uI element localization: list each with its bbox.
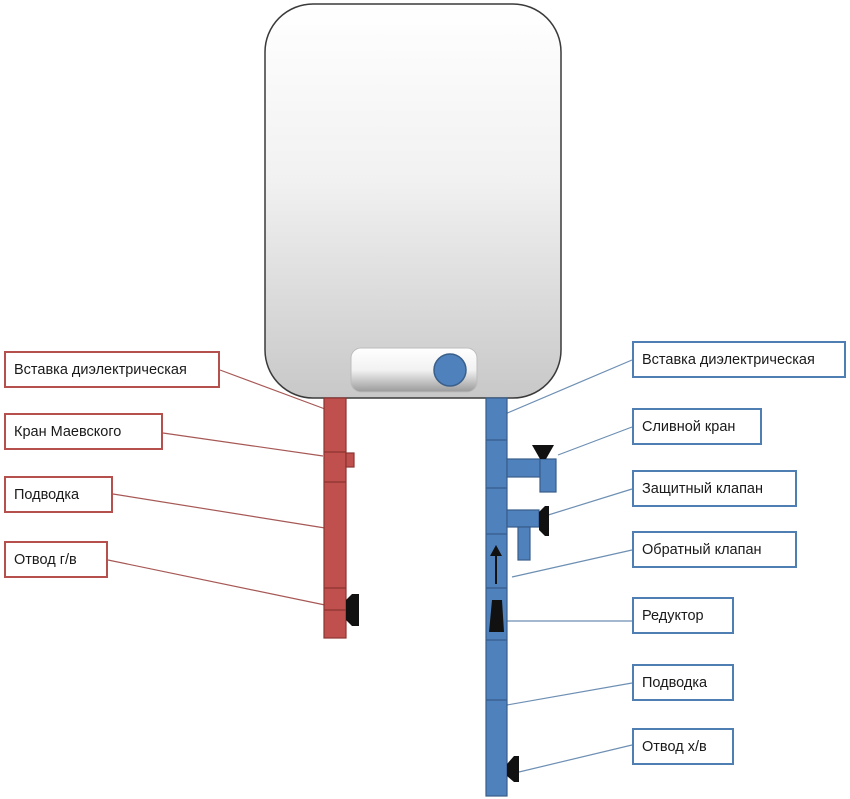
leader-line — [504, 359, 633, 415]
hot-outlet-fitting — [346, 594, 359, 626]
pressure-reducer — [489, 600, 504, 632]
cold-water-pipe — [485, 397, 557, 797]
cold-dielectric-insert-label: Вставка диэлектрическая — [632, 341, 846, 378]
label-text: Обратный клапан — [642, 541, 762, 558]
leader-line — [162, 432, 324, 457]
pressure-reducer-label: Редуктор — [632, 597, 734, 634]
label-text: Сливной кран — [642, 418, 736, 435]
cold-outlet-fitting — [507, 756, 519, 782]
leader-line — [112, 493, 326, 529]
mayevsky-valve-label: Кран Маевского — [4, 413, 163, 450]
indicator-light — [433, 353, 467, 387]
hot-supply-line-label: Подводка — [4, 476, 113, 513]
hot-water-outlet-label: Отвод г/в — [4, 541, 108, 578]
drain-valve-label: Сливной кран — [632, 408, 762, 445]
hot-leader-lines — [107, 369, 326, 606]
safety-valve-cap — [539, 506, 549, 536]
label-text: Подводка — [642, 674, 708, 691]
label-text: Вставка диэлектрическая — [642, 351, 815, 368]
drain-valve — [506, 445, 557, 493]
leader-line — [219, 369, 326, 410]
cold-water-outlet-label: Отвод х/в — [632, 728, 734, 765]
cold-supply-line-label: Подводка — [632, 664, 734, 701]
drain-valve-handle — [532, 445, 554, 459]
mayevsky-valve — [345, 452, 355, 468]
label-text: Отвод х/в — [642, 738, 707, 755]
water-heater-tank — [264, 3, 562, 399]
leader-line — [544, 488, 633, 517]
cold-leader-lines — [504, 359, 633, 773]
hot-dielectric-insert-label: Вставка диэлектрическая — [4, 351, 220, 388]
label-text: Подводка — [14, 486, 80, 503]
label-text: Вставка диэлектрическая — [14, 361, 187, 378]
leader-line — [557, 426, 633, 456]
check-valve-label: Обратный клапан — [632, 531, 797, 568]
label-text: Отвод г/в — [14, 551, 77, 568]
leader-line — [107, 559, 326, 606]
hot-water-pipe — [323, 397, 359, 639]
safety-valve-label: Защитный клапан — [632, 470, 797, 507]
leader-line — [506, 682, 633, 706]
leader-line — [511, 549, 633, 578]
label-text: Защитный клапан — [642, 480, 764, 497]
leader-line — [518, 744, 633, 773]
label-text: Кран Маевского — [14, 423, 122, 440]
label-text: Редуктор — [642, 607, 704, 624]
safety-valve — [506, 506, 549, 561]
up-arrow-icon — [490, 545, 502, 584]
